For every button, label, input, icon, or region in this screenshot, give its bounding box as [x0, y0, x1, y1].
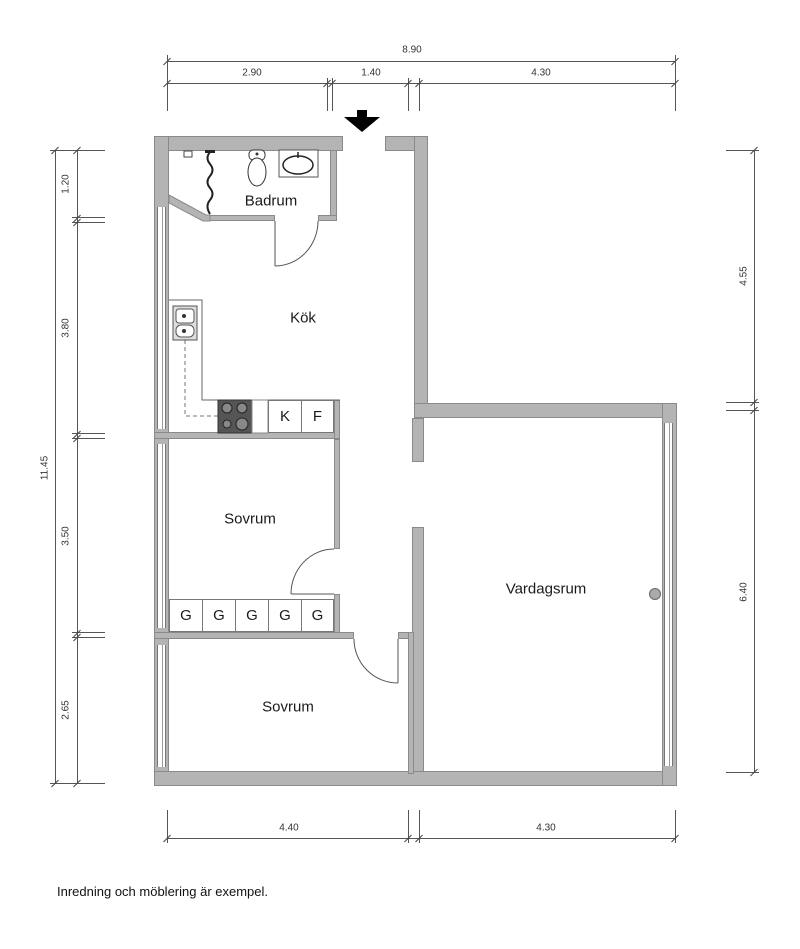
room-label-badrum: Badrum — [244, 192, 298, 210]
dim-line-left-total — [55, 150, 56, 783]
window-kitchen — [157, 207, 166, 429]
room-label-kok: Kök — [290, 309, 316, 327]
dim-top-total: 8.90 — [402, 44, 422, 56]
wardrobe: G — [202, 599, 236, 632]
dim-line-top-total — [167, 61, 675, 62]
dim-ext-line — [408, 810, 409, 843]
stove-icon — [217, 399, 253, 434]
window-bedroom-2 — [157, 645, 166, 767]
dim-ext-line — [408, 78, 409, 111]
dim-ext-line — [726, 150, 759, 151]
wall-bath-slanted — [168, 194, 211, 222]
dim-ext-line — [419, 78, 420, 111]
dim-ext-line — [675, 810, 676, 843]
dim-ext-line — [419, 810, 420, 843]
wall-bed1-right-upper — [334, 439, 340, 549]
washbasin-icon — [278, 149, 319, 178]
window-living-room — [664, 423, 673, 766]
dim-top-seg-3: 4.30 — [531, 67, 551, 79]
dim-bottom-seg-1: 4.40 — [279, 822, 299, 834]
dim-ext-line — [726, 410, 759, 411]
bedroom-1-door — [290, 548, 335, 595]
dim-ext-line — [72, 632, 105, 633]
dim-ext-line — [72, 433, 105, 434]
dim-ext-line — [327, 78, 328, 111]
toilet-icon — [247, 149, 267, 187]
window-bedroom-1 — [157, 444, 166, 628]
room-label-sovrum-1: Sovrum — [224, 510, 276, 528]
wardrobe: G — [235, 599, 269, 632]
dim-ext-line — [332, 78, 333, 111]
fridge-cabinet: K — [268, 400, 302, 433]
wardrobe: G — [169, 599, 203, 632]
dim-top-seg-2: 1.40 — [361, 67, 381, 79]
wall-hall-stub-upper — [412, 418, 424, 462]
wall-bath-bottom-right — [318, 215, 337, 221]
dim-line-left-segments — [77, 150, 78, 783]
room-label-sovrum-2: Sovrum — [262, 698, 314, 716]
kitchen-sink-icon — [172, 305, 198, 341]
shower-icon — [183, 150, 215, 215]
footer-note: Inredning och möblering är exempel. — [57, 884, 269, 899]
counter-segment — [251, 399, 269, 434]
dim-line-right — [754, 150, 755, 772]
wardrobe: G — [268, 599, 302, 632]
column-icon — [649, 588, 661, 600]
dim-ext-line — [726, 772, 759, 773]
freezer-cabinet: F — [301, 400, 334, 433]
dim-line-top-segments — [167, 83, 675, 84]
dim-line-bottom — [167, 838, 675, 839]
dim-ext-line — [72, 438, 105, 439]
wall-bed2-right — [408, 632, 414, 774]
dim-top-seg-1: 2.90 — [242, 67, 262, 79]
wardrobe: G — [301, 599, 334, 632]
dim-bottom-seg-2: 4.30 — [536, 822, 556, 834]
dim-ext-line — [726, 402, 759, 403]
dim-ext-line — [72, 217, 105, 218]
room-label-vardagsrum: Vardagsrum — [505, 580, 587, 598]
dim-ext-line — [167, 810, 168, 843]
wall-bed1-bed2-left — [154, 632, 354, 639]
dim-ext-line — [72, 222, 105, 223]
bedroom-2-door — [353, 638, 399, 684]
dim-ext-line — [72, 637, 105, 638]
entrance-arrow-icon — [344, 110, 380, 132]
bathroom-door — [274, 220, 319, 267]
